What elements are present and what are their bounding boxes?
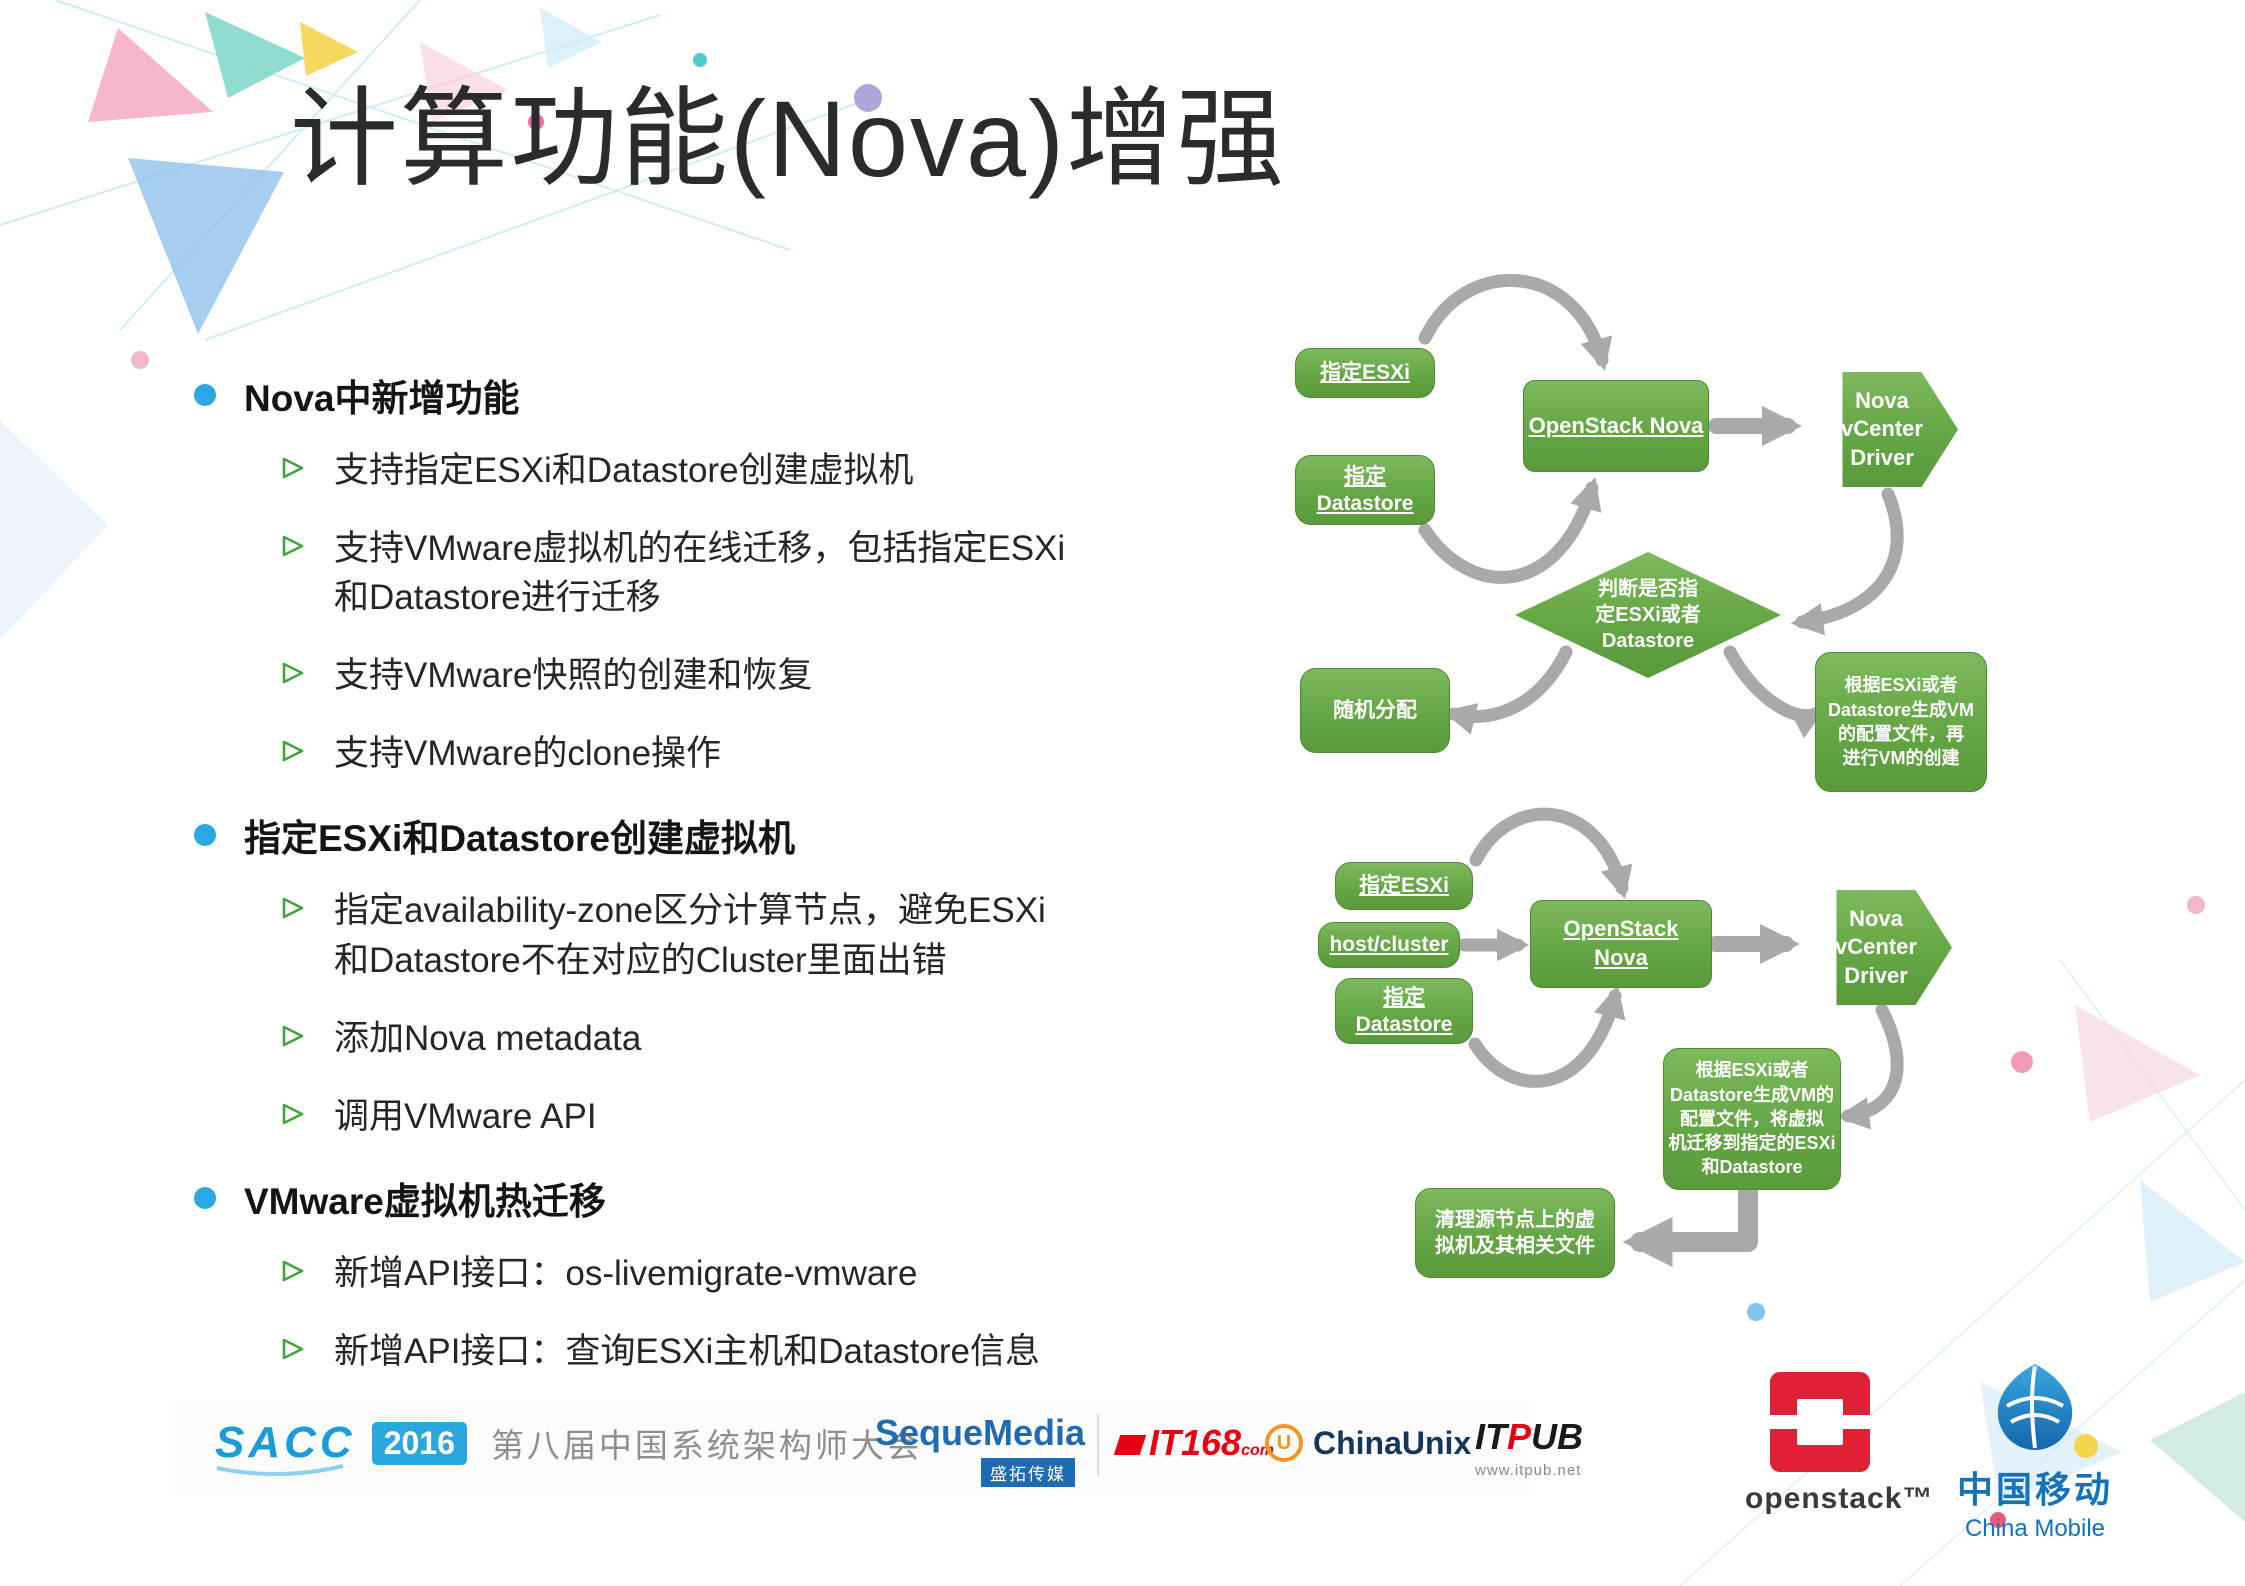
arrow-bullet-icon [282, 662, 304, 684]
node-cleanup-source: 清理源节点上的虚 拟机及其相关文件 [1415, 1188, 1615, 1278]
chinaunix-logo: U ChinaUnix [1265, 1424, 1471, 1462]
sponsor-bar: SACC 2016 第八届中国系统架构师大会 SequeMedia 盛拓传媒 I… [175, 1400, 1583, 1496]
chinaunix-wordmark: ChinaUnix [1313, 1424, 1472, 1461]
list-item: 调用VMware API [280, 1092, 1255, 1142]
node-specify-esxi-2: 指定ESXi [1335, 862, 1473, 910]
itpub-wordmark-p: P [1507, 1416, 1532, 1457]
conference-title: 第八届中国系统架构师大会 [490, 1427, 923, 1464]
node-openstack-nova-2: OpenStack Nova [1530, 900, 1712, 988]
bullet-item: 添加Nova metadata [334, 1018, 642, 1058]
bullet-item: 支持指定ESXi和Datastore创建虚拟机 [334, 451, 914, 490]
bullet-heading: VMware虚拟机热迁移 [244, 1181, 606, 1223]
openstack-logo: openstack™ [1745, 1372, 1934, 1516]
bullet-heading: 指定ESXi和Datastore创建虚拟机 [244, 818, 795, 860]
bullet-item: 调用VMware API [334, 1096, 597, 1136]
china-mobile-logo: 中国移动 China Mobile [1925, 1360, 2145, 1543]
arrow-bullet-icon [282, 457, 304, 479]
slide-title: 计算功能(Nova)增强 [290, 78, 1287, 199]
node-host-cluster: host/cluster [1318, 922, 1460, 968]
bullet-item: 支持VMware虚拟机的在线迁移，包括指定ESXi 和Datastore进行迁移 [334, 528, 1066, 618]
list-item: 新增API接口：os-livemigrate-vmware [280, 1249, 1255, 1299]
openstack-wordmark: openstack™ [1745, 1482, 1934, 1515]
list-item: 指定availability-zone区分计算节点，避免ESXi 和Datast… [280, 886, 1255, 985]
bullet-item: 支持VMware的clone操作 [334, 733, 722, 773]
chinaunix-icon: U [1265, 1424, 1303, 1462]
bullet-group-new-features: Nova中新增功能 支持指定ESXi和Datastore创建虚拟机 支持VMwa… [180, 368, 1255, 778]
china-mobile-cn: 中国移动 [1956, 1469, 2113, 1510]
node-random-assign: 随机分配 [1300, 668, 1450, 753]
sacc-year-badge: 2016 [371, 1421, 467, 1465]
node-generate-vm-config: 根据ESXi或者 Datastore生成VM 的配置文件，再 进行VM的创建 [1815, 652, 1987, 792]
arrow-bullet-icon [282, 898, 304, 919]
itpub-wordmark-it: IT [1475, 1416, 1507, 1457]
sacc-wordmark: SACC [215, 1418, 356, 1467]
divider [1097, 1414, 1099, 1476]
sequemedia-wordmark: SequeMedia [875, 1412, 1086, 1453]
node-specify-datastore: 指定 Datastore [1295, 455, 1435, 525]
node-openstack-nova: OpenStack Nova [1523, 380, 1709, 472]
node-migrate-vm-config: 根据ESXi或者 Datastore生成VM的 配置文件，将虚拟 机迁移到指定的… [1663, 1048, 1841, 1190]
list-item: 支持VMware快照的创建和恢复 [280, 651, 1255, 701]
node-specify-esxi: 指定ESXi [1295, 348, 1435, 398]
sequemedia-logo: SequeMedia 盛拓传媒 [875, 1412, 1085, 1487]
bullet-dot-icon [194, 824, 216, 847]
itpub-logo: ITPUB www.itpub.net [1475, 1416, 1583, 1479]
sacc-logo: SACC 2016 第八届中国系统架构师大会 [215, 1418, 923, 1476]
china-mobile-icon [1997, 1364, 2073, 1450]
bullet-list: Nova中新增功能 支持指定ESXi和Datastore创建虚拟机 支持VMwa… [180, 368, 1255, 1407]
list-item: 支持VMware虚拟机的在线迁移，包括指定ESXi 和Datastore进行迁移 [280, 524, 1255, 623]
node-specify-datastore-2: 指定 Datastore [1335, 978, 1473, 1044]
arrow-bullet-icon [282, 1103, 304, 1124]
itpub-url: www.itpub.net [1475, 1462, 1582, 1479]
list-item: 支持VMware的clone操作 [280, 729, 1255, 779]
it168-wordmark: IT168 [1149, 1422, 1242, 1463]
list-item: 新增API接口：查询ESXi主机和Datastore信息 [280, 1327, 1255, 1377]
arrow-bullet-icon [282, 535, 304, 556]
list-item: 添加Nova metadata [280, 1014, 1255, 1064]
arrow-bullet-icon [282, 1025, 304, 1047]
arrow-bullet-icon [282, 1260, 304, 1282]
arrow-bullet-icon [282, 740, 304, 762]
bullet-heading: Nova中新增功能 [244, 378, 520, 419]
openstack-cube-icon [1770, 1372, 1870, 1472]
it168-flag-icon [1113, 1435, 1147, 1455]
bullet-item: 指定availability-zone区分计算节点，避免ESXi 和Datast… [334, 891, 1046, 981]
itpub-wordmark-ub: UB [1531, 1416, 1584, 1457]
sacc-swoosh-icon [216, 1464, 344, 1476]
bullet-group-live-migration: VMware虚拟机热迁移 新增API接口：os-livemigrate-vmwa… [180, 1171, 1255, 1376]
bullet-group-specify-create: 指定ESXi和Datastore创建虚拟机 指定availability-zon… [180, 808, 1255, 1141]
bullet-item: 支持VMware快照的创建和恢复 [334, 656, 813, 696]
it168-logo: IT168com [1113, 1422, 1274, 1464]
sequemedia-subtitle: 盛拓传媒 [981, 1458, 1075, 1487]
bullet-dot-icon [194, 384, 216, 406]
china-mobile-en: China Mobile [1964, 1515, 2106, 1542]
bullet-item: 新增API接口：查询ESXi主机和Datastore信息 [334, 1331, 1040, 1371]
list-item: 支持指定ESXi和Datastore创建虚拟机 [280, 446, 1255, 496]
arrow-bullet-icon [282, 1338, 304, 1360]
bullet-item: 新增API接口：os-livemigrate-vmware [334, 1254, 918, 1294]
bullet-dot-icon [194, 1187, 216, 1210]
